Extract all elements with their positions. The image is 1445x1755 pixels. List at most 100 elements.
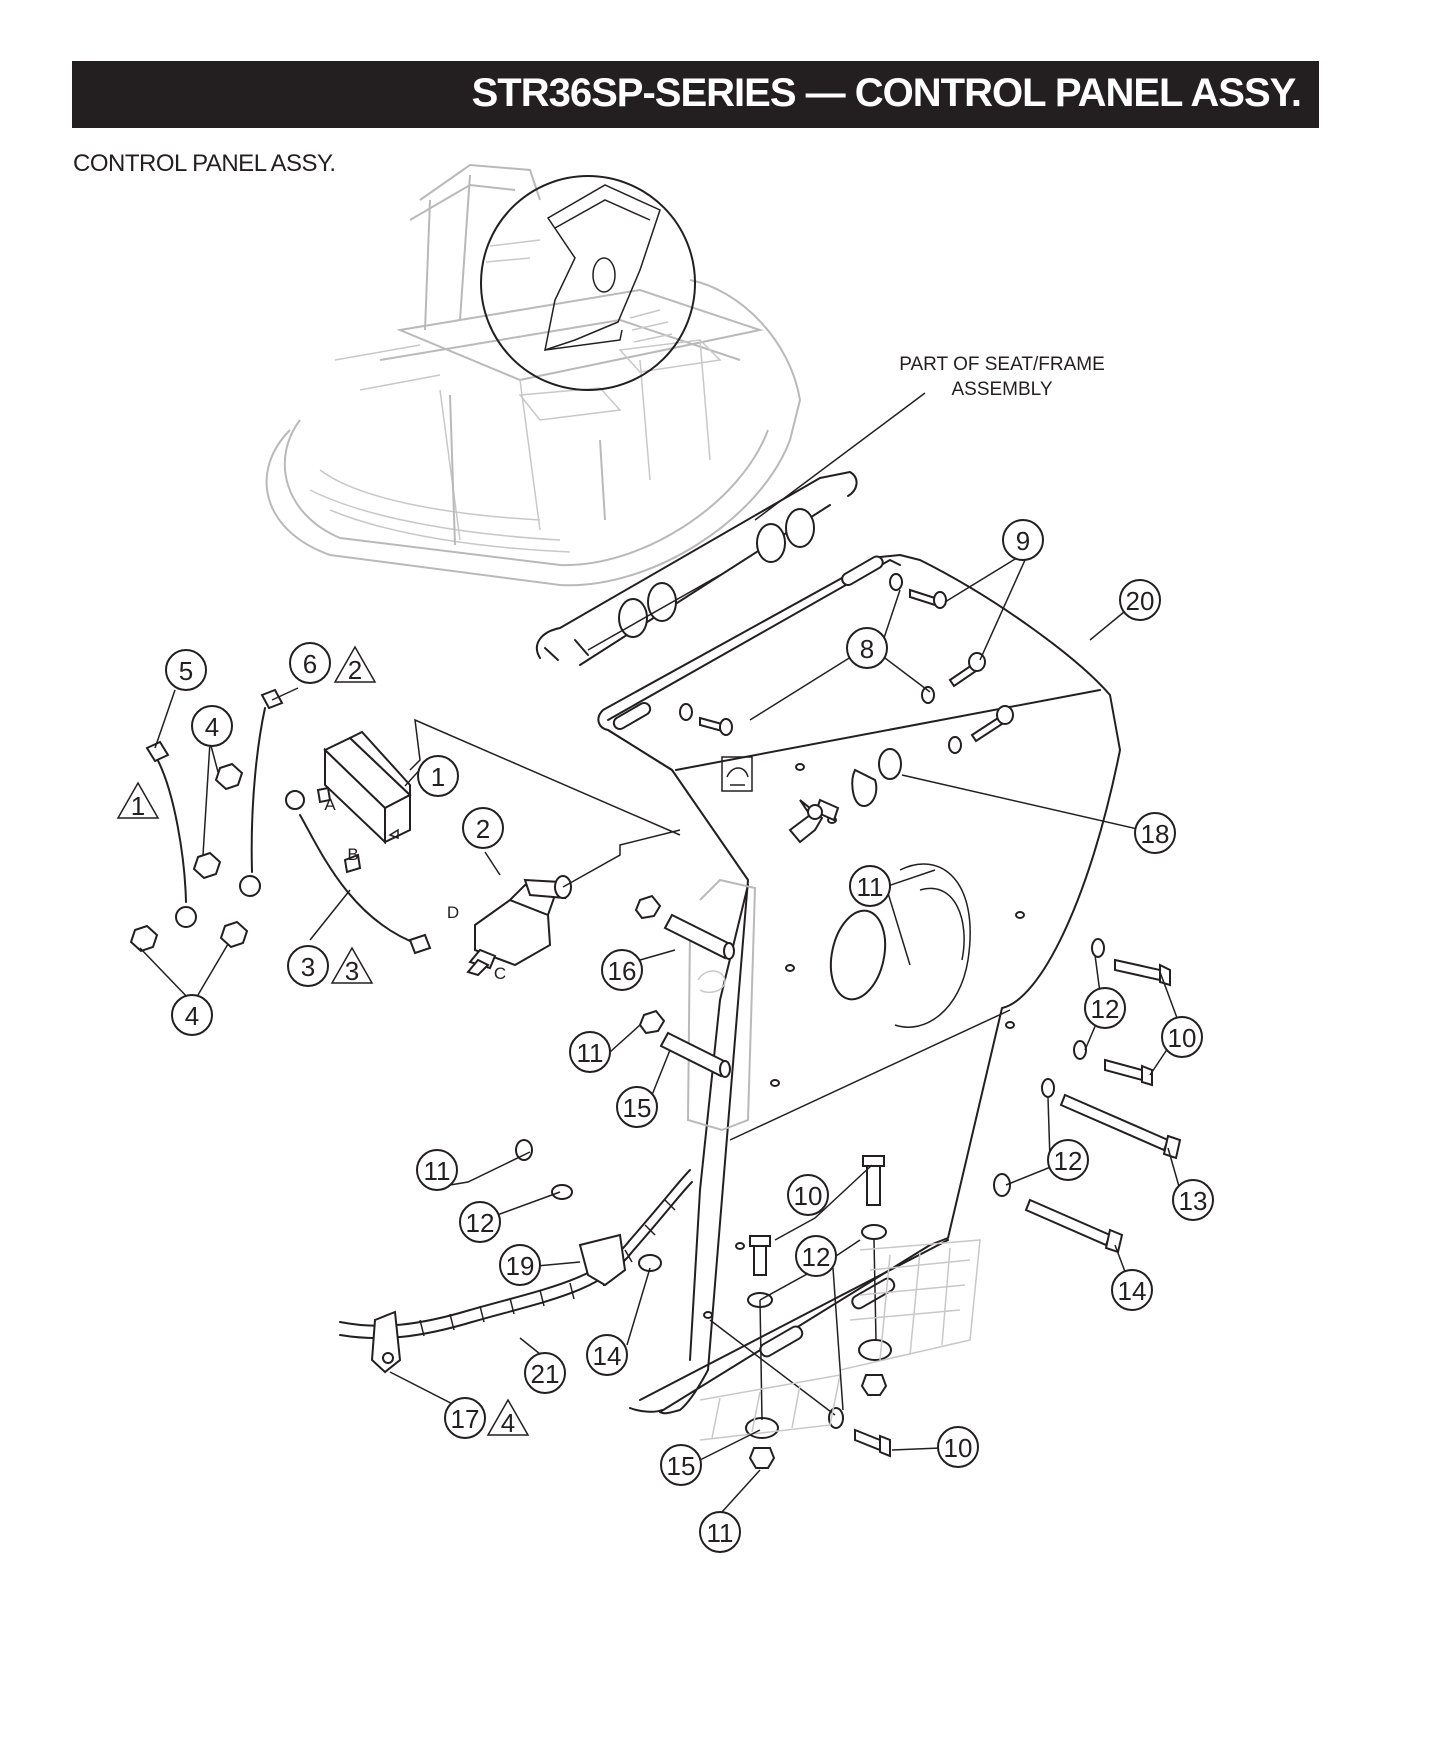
callout-10-extra: 10	[1168, 1023, 1197, 1053]
callout-11-extra: 11	[707, 1518, 734, 1548]
svg-text:12: 12	[1091, 994, 1120, 1024]
callout-9: 9	[1002, 519, 1044, 561]
svg-text:21: 21	[531, 1359, 560, 1389]
standoff-15	[638, 1009, 731, 1078]
callout-5: 5	[165, 649, 207, 691]
callout-21: 21	[524, 1352, 566, 1394]
callout-11-cable: 11	[416, 1149, 458, 1191]
cable-21	[339, 1139, 693, 1374]
svg-text:4: 4	[501, 1408, 515, 1438]
callout-12-extra: 12	[802, 1242, 831, 1272]
svg-text:12: 12	[466, 1208, 495, 1238]
svg-text:4: 4	[205, 712, 219, 742]
svg-text:20: 20	[1126, 586, 1155, 616]
svg-text:4: 4	[185, 1001, 199, 1031]
section-title: CONTROL PANEL ASSY.	[73, 150, 336, 177]
warning-triangle-1: 1	[116, 781, 160, 821]
frame-overview-illustration	[265, 163, 802, 587]
note-line-2: ASSEMBLY	[951, 379, 1052, 400]
callout-15-left: 15	[616, 1086, 658, 1128]
svg-text:11: 11	[707, 1518, 734, 1548]
callout-14-cable: 14	[586, 1334, 628, 1376]
terminal-a-label: A	[324, 795, 336, 814]
svg-text:11: 11	[424, 1156, 451, 1186]
svg-text:12: 12	[802, 1242, 831, 1272]
svg-text:3: 3	[345, 956, 359, 986]
hex-nuts-4	[129, 762, 249, 953]
svg-text:11: 11	[857, 872, 884, 902]
svg-text:17: 17	[451, 1404, 480, 1434]
svg-text:1: 1	[431, 762, 445, 792]
svg-text:1: 1	[131, 791, 145, 821]
callout-10-bottom: 10	[937, 1426, 979, 1468]
terminal-b-label: B	[347, 845, 358, 864]
callout-2: 2	[462, 807, 504, 849]
svg-text:10: 10	[1168, 1023, 1197, 1053]
callout-10-middle: 10	[787, 1174, 829, 1216]
right-bolts	[993, 938, 1182, 1254]
callout-4-upper: 4	[191, 705, 233, 747]
callout-12-cable: 12	[459, 1201, 501, 1243]
warning-triangle-4: 4	[486, 1398, 530, 1438]
callout-13: 13	[1172, 1179, 1214, 1221]
svg-text:6: 6	[303, 649, 317, 679]
header-bar: STR36SP-SERIES — CONTROL PANEL ASSY.	[72, 61, 1319, 128]
callout-11-upper: 11	[849, 865, 891, 907]
callout-12-bottom: 12	[795, 1235, 837, 1277]
callout-1: 1	[417, 755, 459, 797]
key-switch-18	[788, 748, 902, 844]
svg-text:2: 2	[348, 655, 362, 685]
toggle-switch-2: D C	[447, 829, 681, 983]
svg-text:14: 14	[593, 1341, 622, 1371]
panel-decal-icon	[721, 756, 753, 792]
warning-triangle-3: 3	[330, 946, 374, 986]
svg-text:10: 10	[944, 1433, 973, 1463]
svg-text:19: 19	[506, 1251, 535, 1281]
svg-text:14: 14	[1118, 1276, 1147, 1306]
svg-text:8: 8	[860, 634, 874, 664]
svg-text:15: 15	[667, 1451, 696, 1481]
callout-10-right: 10	[1161, 1016, 1203, 1058]
warning-triangle-2: 2	[333, 645, 377, 685]
callout-11-left: 11	[569, 1031, 611, 1073]
seat-frame-bracket	[535, 471, 858, 666]
callout-17: 17	[444, 1397, 486, 1439]
callout-16: 16	[601, 949, 643, 991]
callout-15-bottom: 15	[660, 1444, 702, 1486]
terminal-d-label: D	[447, 903, 459, 922]
callout-4-lower: 4	[171, 994, 213, 1036]
callout-14-extra: 14	[593, 1341, 622, 1371]
callout-20: 20	[1119, 579, 1161, 621]
callout-12-mid: 12	[1047, 1139, 1089, 1181]
svg-text:2: 2	[476, 814, 490, 844]
svg-text:9: 9	[1016, 526, 1030, 556]
circuit-breaker-1: A B	[316, 718, 681, 874]
svg-text:12: 12	[1054, 1146, 1083, 1176]
control-panel-plate	[597, 554, 1121, 1415]
top-fasteners	[679, 573, 1014, 754]
callout-12-right: 12	[1084, 987, 1126, 1029]
callout-18: 18	[1134, 812, 1176, 854]
page-title: STR36SP-SERIES — CONTROL PANEL ASSY.	[471, 71, 1302, 115]
svg-text:16: 16	[608, 956, 637, 986]
standoff-16	[634, 894, 735, 960]
callout-14-right: 14	[1111, 1269, 1153, 1311]
svg-text:13: 13	[1179, 1186, 1208, 1216]
detail-magnifier-circle	[480, 175, 696, 391]
svg-text:18: 18	[1141, 819, 1170, 849]
svg-text:5: 5	[179, 656, 193, 686]
callout-6: 6	[289, 642, 331, 684]
svg-text:10: 10	[794, 1181, 823, 1211]
floor-grating	[699, 1239, 981, 1441]
callout-3: 3	[287, 945, 329, 987]
callout-8: 8	[846, 627, 888, 669]
side-bracket	[686, 878, 757, 1132]
note-line-1: PART OF SEAT/FRAME	[899, 354, 1105, 375]
svg-text:15: 15	[623, 1093, 652, 1123]
terminal-c-label: C	[494, 964, 506, 983]
svg-text:11: 11	[577, 1038, 604, 1068]
callout-11-bottom: 11	[699, 1511, 741, 1553]
callout-19: 19	[499, 1244, 541, 1286]
svg-text:3: 3	[301, 952, 315, 982]
